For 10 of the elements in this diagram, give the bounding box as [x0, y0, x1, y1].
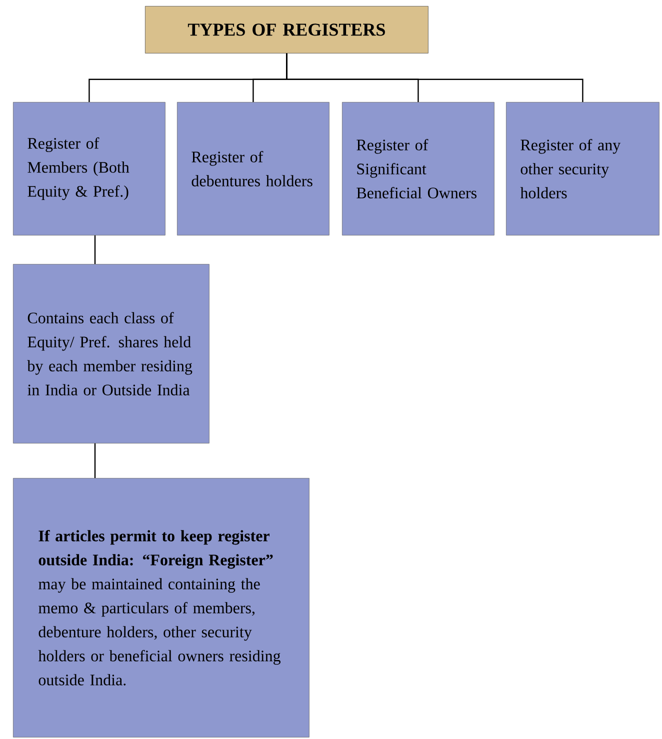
title-box: TYPES OF REGISTERS — [145, 6, 428, 54]
register-box: Register of Members (Both Equity & Pref.) — [13, 102, 166, 236]
connector-line — [94, 235, 96, 264]
connector-line — [286, 53, 584, 102]
register-box: Register of debentures holders — [177, 102, 330, 236]
register-box: Contains each class of Equity/ Pref. shares held by each member residing in India or Outside India — [13, 264, 210, 444]
register-box: Register of Significant Beneficial Owners — [342, 102, 494, 236]
connector-line — [94, 443, 96, 478]
register-box: If articles permit to keep register outside India: “Foreign Register” may be maintained containing the memo & particulars of members, debenture holders, other security holders or beneficial owners residing outside India. — [13, 478, 310, 738]
register-box: Register of any other security holders — [506, 102, 660, 236]
